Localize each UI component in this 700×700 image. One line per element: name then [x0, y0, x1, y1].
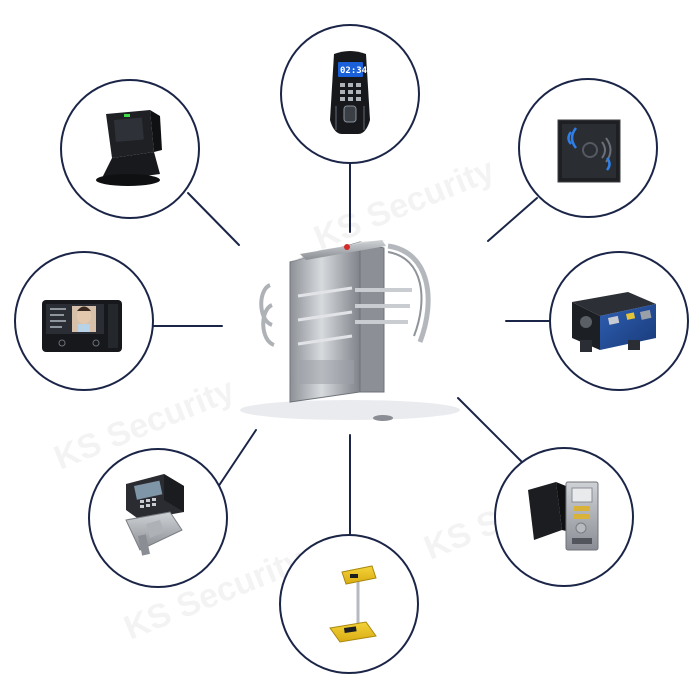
rfid-card-reader-icon	[557, 119, 621, 183]
connector-lines	[151, 162, 551, 537]
node-ticket-scanner	[279, 534, 419, 674]
coin-acceptor-icon	[528, 481, 599, 551]
hand-geometry-reader-icon	[125, 474, 184, 556]
node-barcode-scanner	[60, 79, 200, 219]
node-fingerprint-keypad: 02:34	[280, 24, 420, 164]
node-hand-geometry-reader	[88, 448, 228, 588]
node-ring	[279, 534, 419, 674]
link-top-right	[487, 197, 538, 242]
face-recognition-terminal-icon	[42, 300, 122, 352]
link-bottom-left	[217, 429, 257, 488]
barcode-scanner-icon	[96, 110, 162, 186]
node-coin-acceptor	[494, 447, 634, 587]
link-bottom-right	[457, 397, 523, 463]
half-height-turnstile-icon	[240, 240, 460, 421]
fingerprint-keypad-terminal-icon: 02:34	[330, 51, 370, 134]
link-top-left	[187, 192, 240, 246]
node-rfid-reader	[518, 78, 658, 218]
turnstile-mechanism-module-icon	[572, 292, 656, 352]
ticket-scanner-stand-icon	[329, 565, 377, 643]
svg-text:KS Security: KS Security	[309, 151, 500, 258]
node-face-recognition-terminal	[14, 251, 154, 391]
keypad-screen-time: 02:34	[340, 66, 368, 76]
node-turnstile-mechanism	[549, 251, 689, 391]
